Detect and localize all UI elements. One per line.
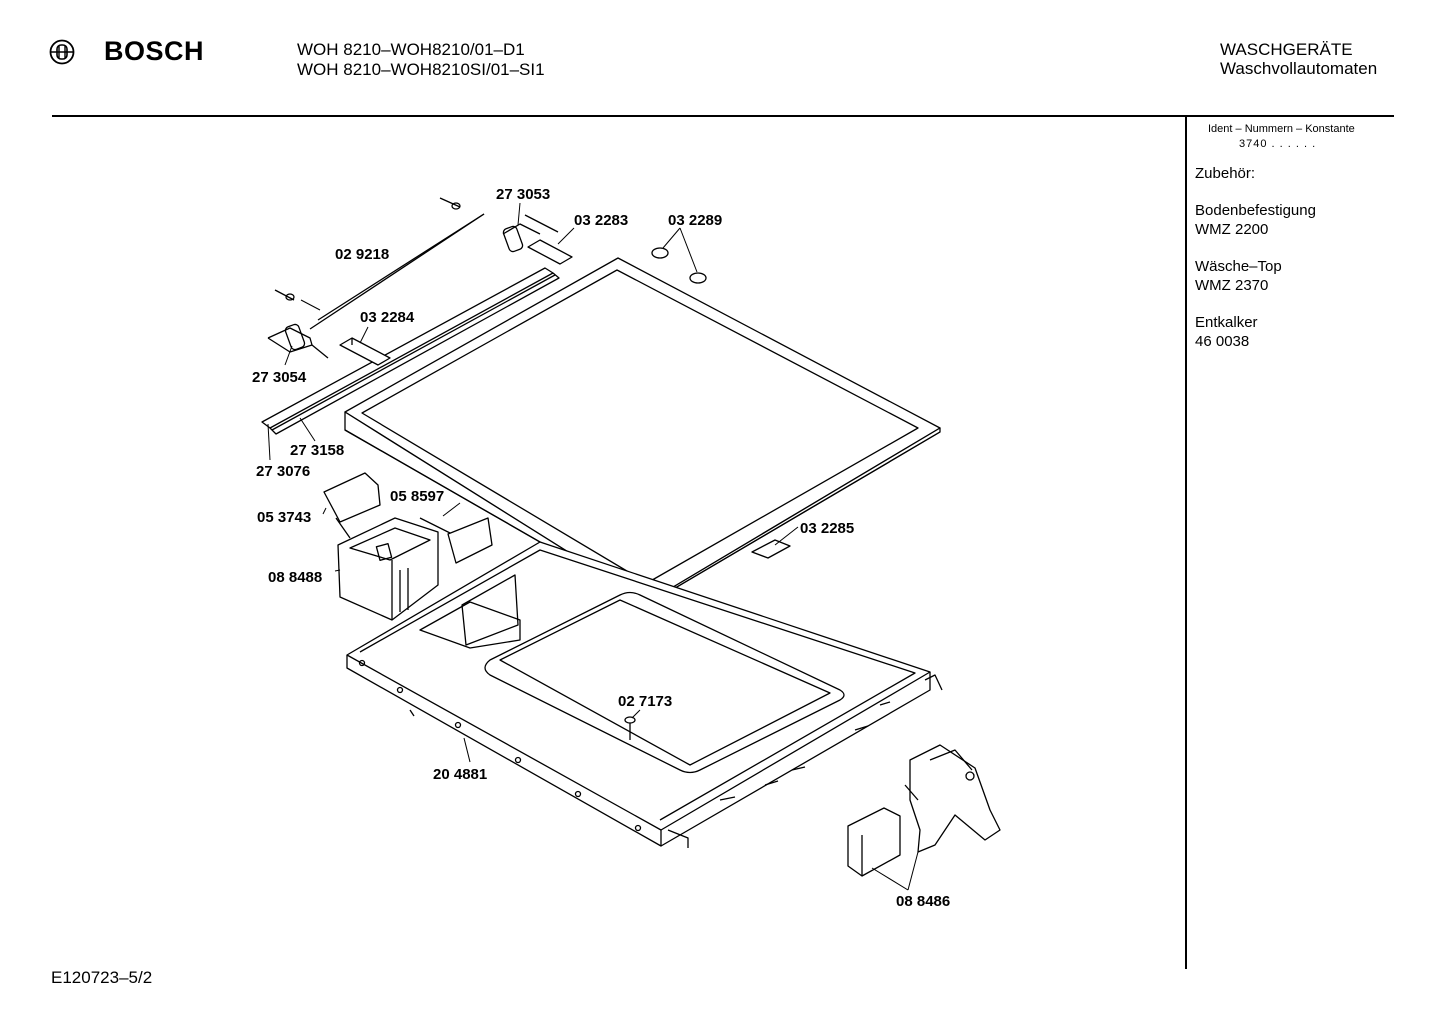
drawer-cover-05-3743 bbox=[323, 472, 381, 539]
ident-value: 3740 . . . . . . bbox=[1239, 138, 1317, 150]
category-title: WASCHGERÄTE bbox=[1220, 40, 1353, 59]
part-label: 03 2289 bbox=[668, 212, 722, 229]
part-label: 08 8488 bbox=[268, 569, 322, 586]
bracket-03-2284 bbox=[339, 337, 391, 366]
bosch-logo-icon bbox=[49, 39, 75, 65]
header-divider bbox=[52, 115, 1394, 117]
ident-label: Ident – Nummern – Konstante bbox=[1208, 123, 1355, 135]
drawing-number: E120723–5/2 bbox=[51, 968, 153, 987]
part-label: 05 8597 bbox=[390, 488, 444, 505]
sidebar-divider bbox=[1185, 117, 1187, 969]
hinge-right bbox=[502, 223, 541, 253]
model-line-1: WOH 8210–WOH8210/01–D1 bbox=[297, 40, 525, 59]
worktop-lid bbox=[344, 257, 941, 605]
part-label: 02 9218 bbox=[335, 246, 389, 263]
part-label: 02 7173 bbox=[618, 693, 672, 710]
model-line-2: WOH 8210–WOH8210SI/01–SI1 bbox=[297, 60, 545, 79]
accessory-name: Bodenbefestigung bbox=[1195, 202, 1316, 219]
exploded-parts-diagram: 27 3053 03 2283 03 2289 02 9218 03 2284 … bbox=[252, 186, 1001, 910]
subcategory-title: Waschvollautomaten bbox=[1220, 59, 1378, 78]
rod-05-8597 bbox=[419, 517, 493, 564]
bracket-03-2283 bbox=[527, 239, 573, 265]
accessory-code: 46 0038 bbox=[1195, 333, 1250, 350]
hinge-rail bbox=[261, 267, 560, 435]
drawer-08-8488 bbox=[337, 517, 439, 621]
brand-name: BOSCH bbox=[104, 36, 205, 66]
part-label: 03 2285 bbox=[800, 520, 854, 537]
hinge-left bbox=[267, 323, 329, 359]
part-label: 05 3743 bbox=[257, 509, 311, 526]
door-lock-08-8486 bbox=[847, 744, 1001, 877]
part-label: 08 8486 bbox=[896, 893, 950, 910]
part-label: 27 3076 bbox=[256, 463, 310, 480]
part-label: 20 4881 bbox=[433, 766, 487, 783]
accessory-name: Wäsche–Top bbox=[1195, 258, 1282, 275]
part-label: 03 2284 bbox=[360, 309, 415, 326]
accessory-name: Entkalker bbox=[1195, 314, 1258, 331]
base-frame bbox=[346, 541, 943, 848]
part-label: 27 3158 bbox=[290, 442, 344, 459]
part-label: 03 2283 bbox=[574, 212, 628, 229]
part-label: 27 3053 bbox=[496, 186, 550, 203]
accessory-code: WMZ 2370 bbox=[1195, 277, 1269, 294]
accessory-code: WMZ 2200 bbox=[1195, 221, 1269, 238]
part-label: 27 3054 bbox=[252, 369, 307, 386]
accessories-title: Zubehör: bbox=[1195, 165, 1256, 182]
